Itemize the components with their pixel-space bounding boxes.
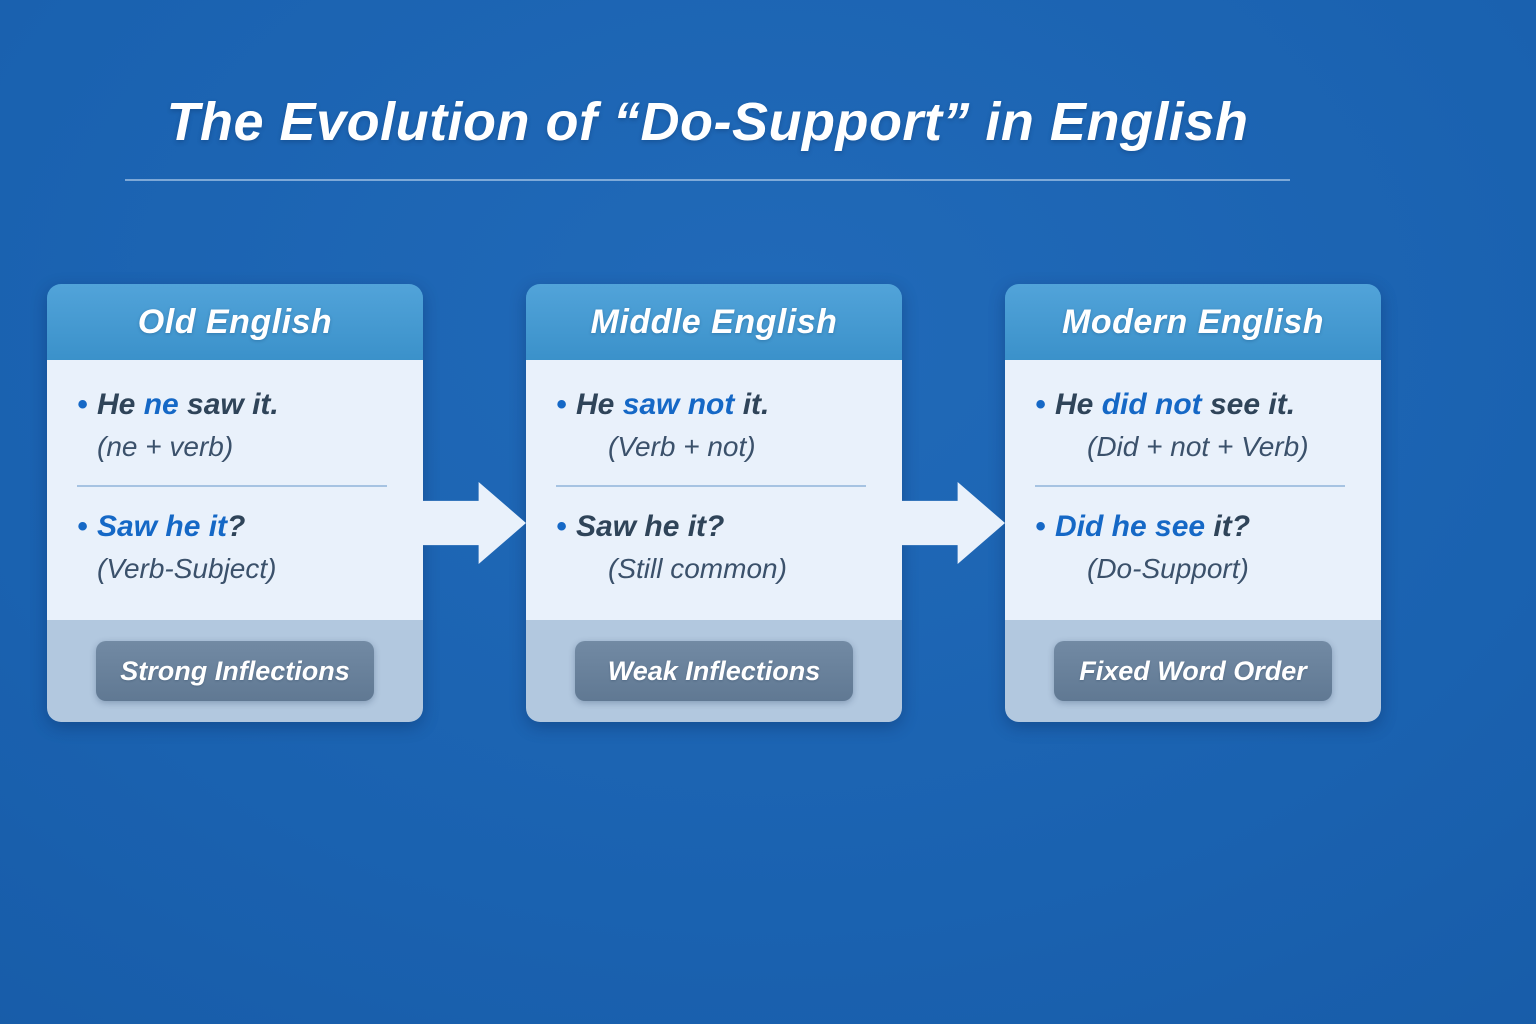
example-caption: (Verb + not) (608, 430, 756, 462)
example-text: He did not see it. (1055, 388, 1296, 421)
arrow-right-icon (423, 482, 526, 564)
example-sentence: Did he see it? (1035, 510, 1351, 545)
card-footer: Fixed Word Order (1005, 620, 1381, 722)
arrow-gap (423, 284, 526, 722)
bullet-icon (556, 388, 576, 423)
stages-row: Old English He ne saw it. (ne + verb) Sa… (47, 284, 1381, 722)
example-sentence: Saw he it? (556, 510, 872, 545)
card-body: He saw not it. (Verb + not) Saw he it? (… (526, 360, 902, 620)
example-text: He saw not it. (576, 388, 770, 421)
example-caption: (Do-Support) (1087, 552, 1249, 584)
page-title: The Evolution of “Do-Support” in English (166, 92, 1249, 152)
card-divider (556, 485, 866, 488)
feature-badge: Strong Inflections (96, 641, 374, 701)
example-sentence: He ne saw it. (77, 388, 393, 423)
card-header: Modern English (1005, 284, 1381, 360)
example-sentence: He did not see it. (1035, 388, 1351, 423)
card-body: He ne saw it. (ne + verb) Saw he it? (Ve… (47, 360, 423, 620)
stage-card-modern-english: Modern English He did not see it. (Did +… (1005, 284, 1381, 722)
bullet-icon (1035, 388, 1055, 423)
example-text: Did he see it? (1055, 510, 1251, 544)
example-text: Saw he it? (576, 510, 725, 544)
bullet-icon (556, 510, 576, 545)
feature-badge: Weak Inflections (575, 641, 853, 701)
card-divider (77, 485, 387, 488)
bullet-icon (1035, 510, 1055, 545)
card-footer: Strong Inflections (47, 620, 423, 722)
example-caption: (Did + not + Verb) (1087, 430, 1309, 462)
card-footer: Weak Inflections (526, 620, 902, 722)
example-text: He ne saw it. (97, 388, 279, 421)
arrow-right-icon (902, 482, 1005, 564)
bullet-icon (77, 388, 97, 423)
card-header: Middle English (526, 284, 902, 360)
arrow-gap (902, 284, 1005, 722)
card-header: Old English (47, 284, 423, 360)
example-caption: (Still common) (608, 552, 787, 584)
example-caption: (ne + verb) (97, 430, 234, 462)
bullet-icon (77, 510, 97, 545)
example-caption: (Verb-Subject) (97, 552, 277, 584)
card-divider (1035, 485, 1345, 488)
example-sentence: Saw he it? (77, 510, 393, 545)
card-body: He did not see it. (Did + not + Verb) Di… (1005, 360, 1381, 620)
stage-card-middle-english: Middle English He saw not it. (Verb + no… (526, 284, 902, 722)
feature-badge: Fixed Word Order (1054, 641, 1332, 701)
example-sentence: He saw not it. (556, 388, 872, 423)
title-underline (125, 179, 1290, 181)
stage-card-old-english: Old English He ne saw it. (ne + verb) Sa… (47, 284, 423, 722)
example-text: Saw he it? (97, 510, 246, 544)
